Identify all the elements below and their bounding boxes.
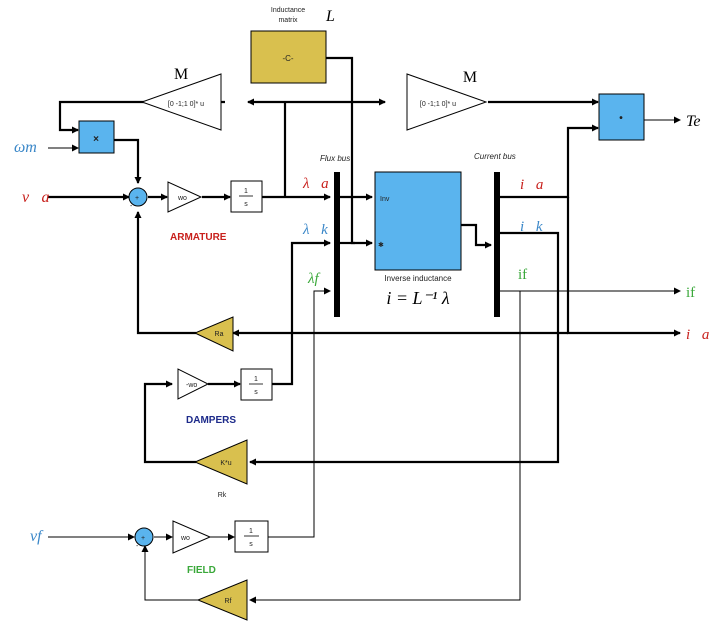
gain-m-right-expr: [0 -1;1 0]* u — [420, 101, 456, 108]
multiply-icon: × — [93, 134, 99, 145]
inverse-caption: Inverse inductance — [384, 274, 452, 283]
armature-gain[interactable]: wo — [167, 181, 203, 213]
lambda-k-label: λ⃗k — [302, 222, 328, 238]
armature-integrator[interactable]: 1 s — [230, 180, 263, 213]
inductance-matrix-symbol: L — [325, 8, 335, 25]
product-block-te[interactable]: • — [598, 93, 645, 141]
armature-integrator-num: 1 — [244, 188, 248, 195]
sum-armature-sign: + — [135, 195, 139, 202]
gain-m-left-expr: [0 -1;1 0]* u — [168, 101, 204, 108]
i-a-bus-label: i⃗a — [520, 177, 543, 193]
sum-field[interactable]: + - — [134, 527, 154, 550]
dampers-integrator-den: s — [254, 389, 258, 396]
v-a-label: v⃗a — [22, 189, 50, 206]
inductance-matrix-caption-2: matrix — [278, 17, 298, 24]
rk-gain-value: K*u — [220, 460, 231, 467]
gain-m-left[interactable]: [0 -1;1 0]* u — [140, 73, 222, 131]
inductance-matrix-caption-1: Inductance — [271, 7, 305, 14]
product-block-left[interactable]: × — [78, 120, 115, 154]
armature-label: ARMATURE — [170, 232, 227, 243]
v-f-label: vf — [30, 528, 44, 545]
flux-bus-label: Flux bus — [320, 154, 350, 163]
field-label: FIELD — [187, 565, 216, 576]
omega-m-label: ωm — [14, 139, 37, 156]
field-integrator-num: 1 — [249, 528, 253, 535]
ra-gain-value: Ra — [215, 331, 224, 338]
inverse-port-star: ✱ — [378, 241, 384, 249]
field-integrator-den: s — [249, 541, 253, 548]
rf-gain[interactable]: Rf — [196, 579, 248, 621]
gain-m-left-symbol: M — [174, 66, 188, 83]
lambda-a-label: λ⃗a — [302, 176, 329, 192]
wires — [48, 56, 681, 604]
sum-armature[interactable]: + - — [128, 187, 148, 210]
inductance-matrix-block[interactable]: -C- — [250, 30, 327, 84]
flux-bus-bar — [334, 172, 340, 317]
sum-field-sign-2: - — [136, 543, 139, 550]
i-f-bus-label: if — [518, 267, 527, 283]
dampers-integrator[interactable]: 1 s — [240, 368, 273, 401]
dampers-gain-value: -wo — [186, 382, 197, 389]
current-bus-bar — [494, 172, 500, 317]
ia-output-label: i⃗a — [686, 327, 709, 343]
sum-field-sign: + — [141, 535, 145, 542]
multiply-dot-icon: • — [619, 113, 623, 124]
dampers-gain[interactable]: -wo — [177, 368, 210, 400]
inverse-port-inv: Inv — [380, 196, 390, 203]
dampers-integrator-num: 1 — [254, 376, 258, 383]
armature-integrator-den: s — [244, 201, 248, 208]
armature-gain-value: wo — [177, 195, 187, 202]
if-output-label: if — [686, 285, 695, 301]
i-k-bus-label: i⃗k — [520, 219, 543, 235]
inductance-matrix-value: -C- — [282, 54, 293, 63]
current-bus-label: Current bus — [474, 152, 516, 161]
ra-gain[interactable]: Ra — [193, 316, 234, 352]
inverse-formula: i = L⁻¹ λ — [386, 288, 450, 308]
inverse-inductance-block[interactable]: Inv ✱ — [374, 171, 462, 271]
lambda-f-label: λf — [307, 271, 320, 287]
rf-gain-value: Rf — [225, 598, 232, 605]
field-integrator[interactable]: 1 s — [234, 520, 269, 553]
field-gain[interactable]: wo — [172, 520, 212, 554]
dampers-label: DAMPERS — [186, 415, 236, 426]
rk-caption: Rk — [218, 492, 227, 499]
te-output-label: Te — [686, 113, 701, 130]
field-gain-value: wo — [180, 535, 190, 542]
gain-m-right[interactable]: [0 -1;1 0]* u — [406, 73, 488, 131]
rk-gain[interactable]: K*u — [193, 439, 248, 485]
sum-armature-sign-2: - — [130, 203, 133, 210]
gain-m-right-symbol: M — [463, 69, 477, 86]
